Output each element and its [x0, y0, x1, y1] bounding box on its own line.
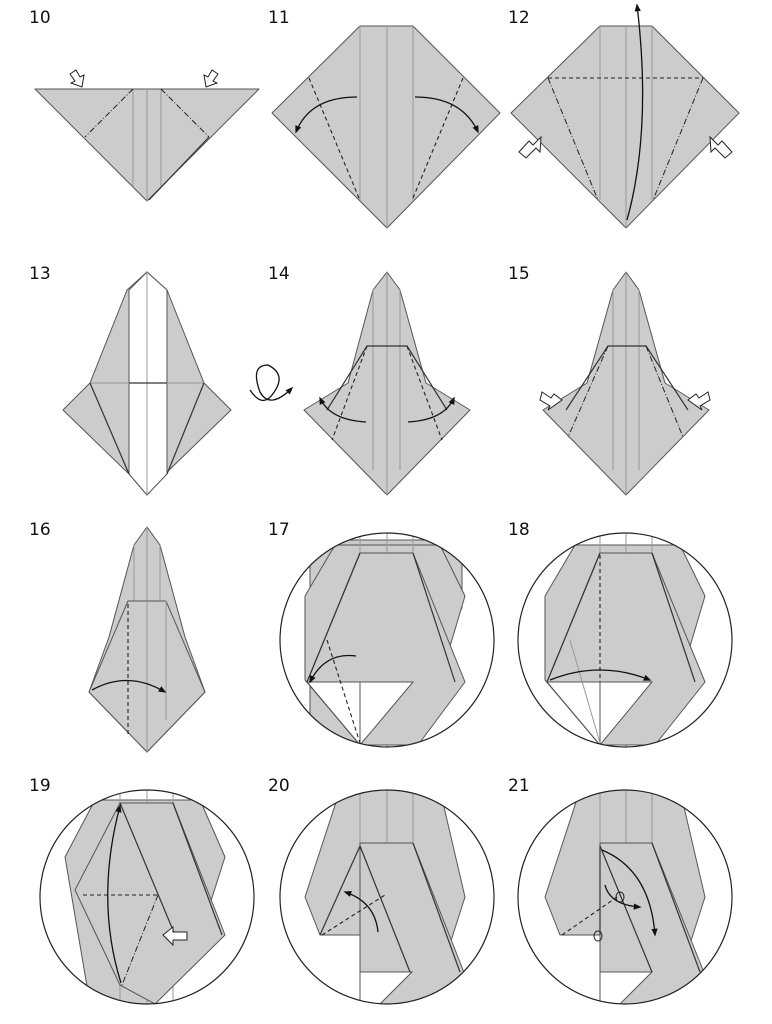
valley-fold — [412, 77, 464, 199]
push-arrow-icon — [518, 135, 542, 159]
fold-arrow-icon — [107, 804, 122, 984]
step-number-19: 19 — [29, 776, 51, 796]
step-21 — [517, 789, 733, 1005]
step-number-10: 10 — [29, 8, 51, 28]
step-number-18: 18 — [508, 520, 530, 540]
mountain-fold — [645, 345, 684, 438]
step-13 — [62, 271, 294, 496]
step-15 — [539, 271, 711, 496]
fold-arrow-icon — [309, 654, 357, 684]
step-11 — [271, 25, 501, 229]
zoom-circle — [517, 532, 733, 748]
fold-arrow-icon — [626, 3, 644, 221]
zoom-circle — [279, 532, 495, 748]
zoom-circle — [39, 789, 255, 1005]
step-number-21: 21 — [508, 776, 530, 796]
step-number-14: 14 — [268, 264, 290, 284]
fold-arrow-icon — [319, 396, 367, 423]
fold-arrow-icon — [407, 396, 455, 423]
step-number-11: 11 — [268, 8, 290, 28]
push-arrow-icon — [69, 69, 85, 88]
zoom-circle — [279, 789, 495, 1005]
step-number-16: 16 — [29, 520, 51, 540]
push-arrow-icon — [162, 925, 188, 947]
step-number-20: 20 — [268, 776, 290, 796]
valley-fold — [308, 77, 360, 199]
step-10 — [34, 69, 260, 202]
step-17 — [279, 532, 495, 748]
fold-arrow-icon — [604, 884, 642, 910]
mountain-fold — [567, 345, 609, 438]
reference-point-icon — [593, 930, 603, 942]
push-arrow-icon — [539, 391, 563, 411]
mountain-fold — [160, 88, 210, 138]
valley-fold — [561, 894, 621, 936]
push-arrow-icon — [709, 135, 733, 159]
step-20 — [279, 789, 495, 1005]
fold-arrow-icon — [295, 96, 358, 134]
valley-fold — [331, 345, 368, 441]
fold-arrow-icon — [601, 849, 658, 937]
paper-shape — [510, 25, 740, 229]
step-19 — [39, 789, 255, 1005]
push-arrow-icon — [687, 391, 711, 411]
push-arrow-icon — [203, 69, 219, 88]
fold-arrow-icon — [343, 891, 379, 933]
fold-arrow-icon — [549, 669, 652, 681]
step-18 — [517, 532, 733, 748]
fold-arrow-icon — [414, 96, 479, 134]
step-12 — [510, 3, 740, 229]
zoom-circle — [517, 789, 733, 1005]
step-number-13: 13 — [29, 264, 51, 284]
mountain-fold — [84, 88, 134, 138]
turn-over-icon — [249, 364, 294, 402]
step-number-17: 17 — [268, 520, 290, 540]
paper-shape — [271, 25, 501, 229]
fold-arrow-icon — [91, 679, 167, 693]
valley-fold — [321, 894, 386, 936]
step-number-15: 15 — [508, 264, 530, 284]
step-16 — [88, 526, 206, 753]
valley-fold — [406, 345, 443, 441]
mountain-fold — [121, 894, 159, 986]
step-number-12: 12 — [508, 8, 530, 28]
reference-point-icon — [615, 891, 625, 903]
step-14 — [303, 271, 471, 496]
